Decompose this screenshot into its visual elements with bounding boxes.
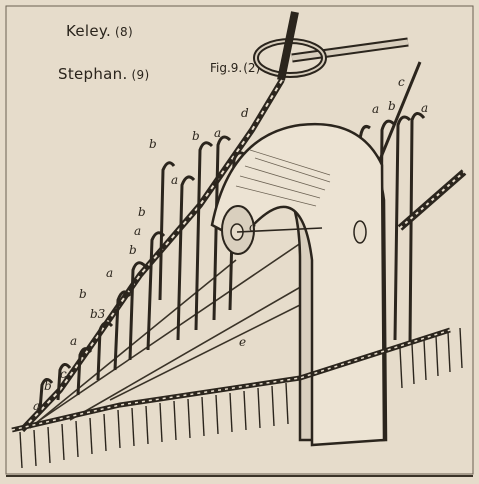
name-keley: Keley.(8) — [66, 22, 133, 40]
letter-a-lower: a — [106, 266, 113, 280]
hooks-left — [38, 135, 248, 411]
letter-b-low: b — [44, 379, 52, 393]
letter-b-mid2: b — [129, 243, 137, 257]
letter-a-upper: a — [214, 126, 221, 140]
right-cord — [397, 169, 467, 231]
letter-b-lower: b — [79, 287, 87, 301]
letter-a-bottom: a — [33, 399, 40, 413]
letter-a-mid2: a — [134, 224, 141, 238]
letter-a-right1: a — [372, 102, 379, 116]
letter-c-center: c — [249, 220, 256, 234]
letter-a-low: a — [70, 334, 77, 348]
letter-b-right: b — [388, 99, 396, 113]
letter-b-upper: b — [192, 129, 200, 143]
figure-label: Fig.9.(2) — [210, 61, 260, 75]
cross-rod — [236, 227, 323, 233]
letter-b3: b3 — [90, 307, 106, 321]
letter-c-low: c — [60, 367, 67, 381]
plate-border — [5, 5, 474, 475]
diagonal-threads — [29, 229, 331, 429]
base-rail — [11, 327, 463, 469]
letter-b-top: b — [149, 137, 157, 151]
letter-d: d — [241, 106, 249, 120]
letter-annotations: d b b a a b a b a b b3 a c b a c e a b a… — [33, 75, 428, 413]
letter-b-mid1: b — [138, 205, 146, 219]
name-stephan: Stephan.(9) — [58, 65, 149, 83]
letter-e: e — [239, 335, 246, 349]
rod-and-loop — [253, 11, 409, 81]
letter-c-right: c — [398, 75, 405, 89]
letter-a-right2: a — [421, 101, 428, 115]
letter-a-mid: a — [171, 173, 178, 187]
